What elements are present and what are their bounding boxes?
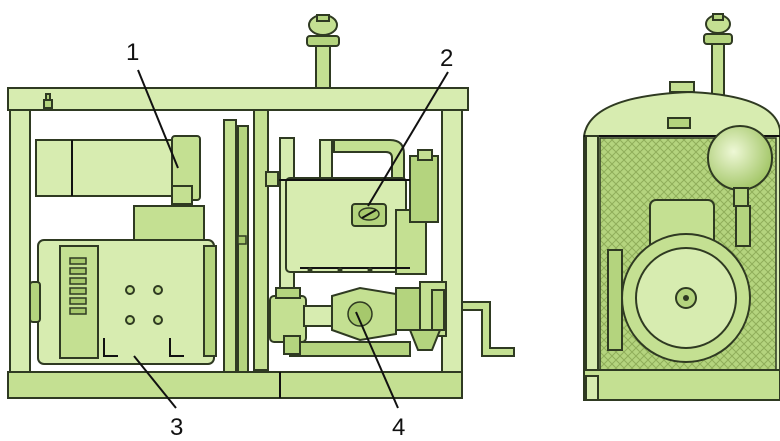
leader-line-4 (355, 311, 399, 409)
callout-label-2: 2 (440, 45, 453, 72)
side-frame (7, 87, 469, 399)
side-view: 1 2 3 4 (7, 14, 515, 441)
callout-label-4: 4 (392, 414, 405, 441)
front-base (583, 369, 780, 401)
front-view (583, 13, 780, 401)
leader-line-2 (367, 71, 449, 207)
callout-label-1: 1 (126, 39, 139, 66)
engine-supports (223, 109, 333, 373)
engine-block (265, 149, 439, 357)
leader-line-1 (137, 69, 179, 169)
front-flywheel (621, 233, 751, 363)
fuel-pump (351, 203, 387, 227)
callout-label-3: 3 (170, 414, 183, 441)
alternator (29, 239, 217, 365)
front-air-filter (707, 125, 773, 207)
drive-coupling (269, 281, 447, 355)
side-exhaust-stack (306, 14, 340, 99)
front-filler-cap (669, 81, 695, 93)
crank-handle (461, 301, 515, 357)
front-exhaust-stack (703, 13, 733, 97)
leader-line-3 (133, 355, 177, 409)
